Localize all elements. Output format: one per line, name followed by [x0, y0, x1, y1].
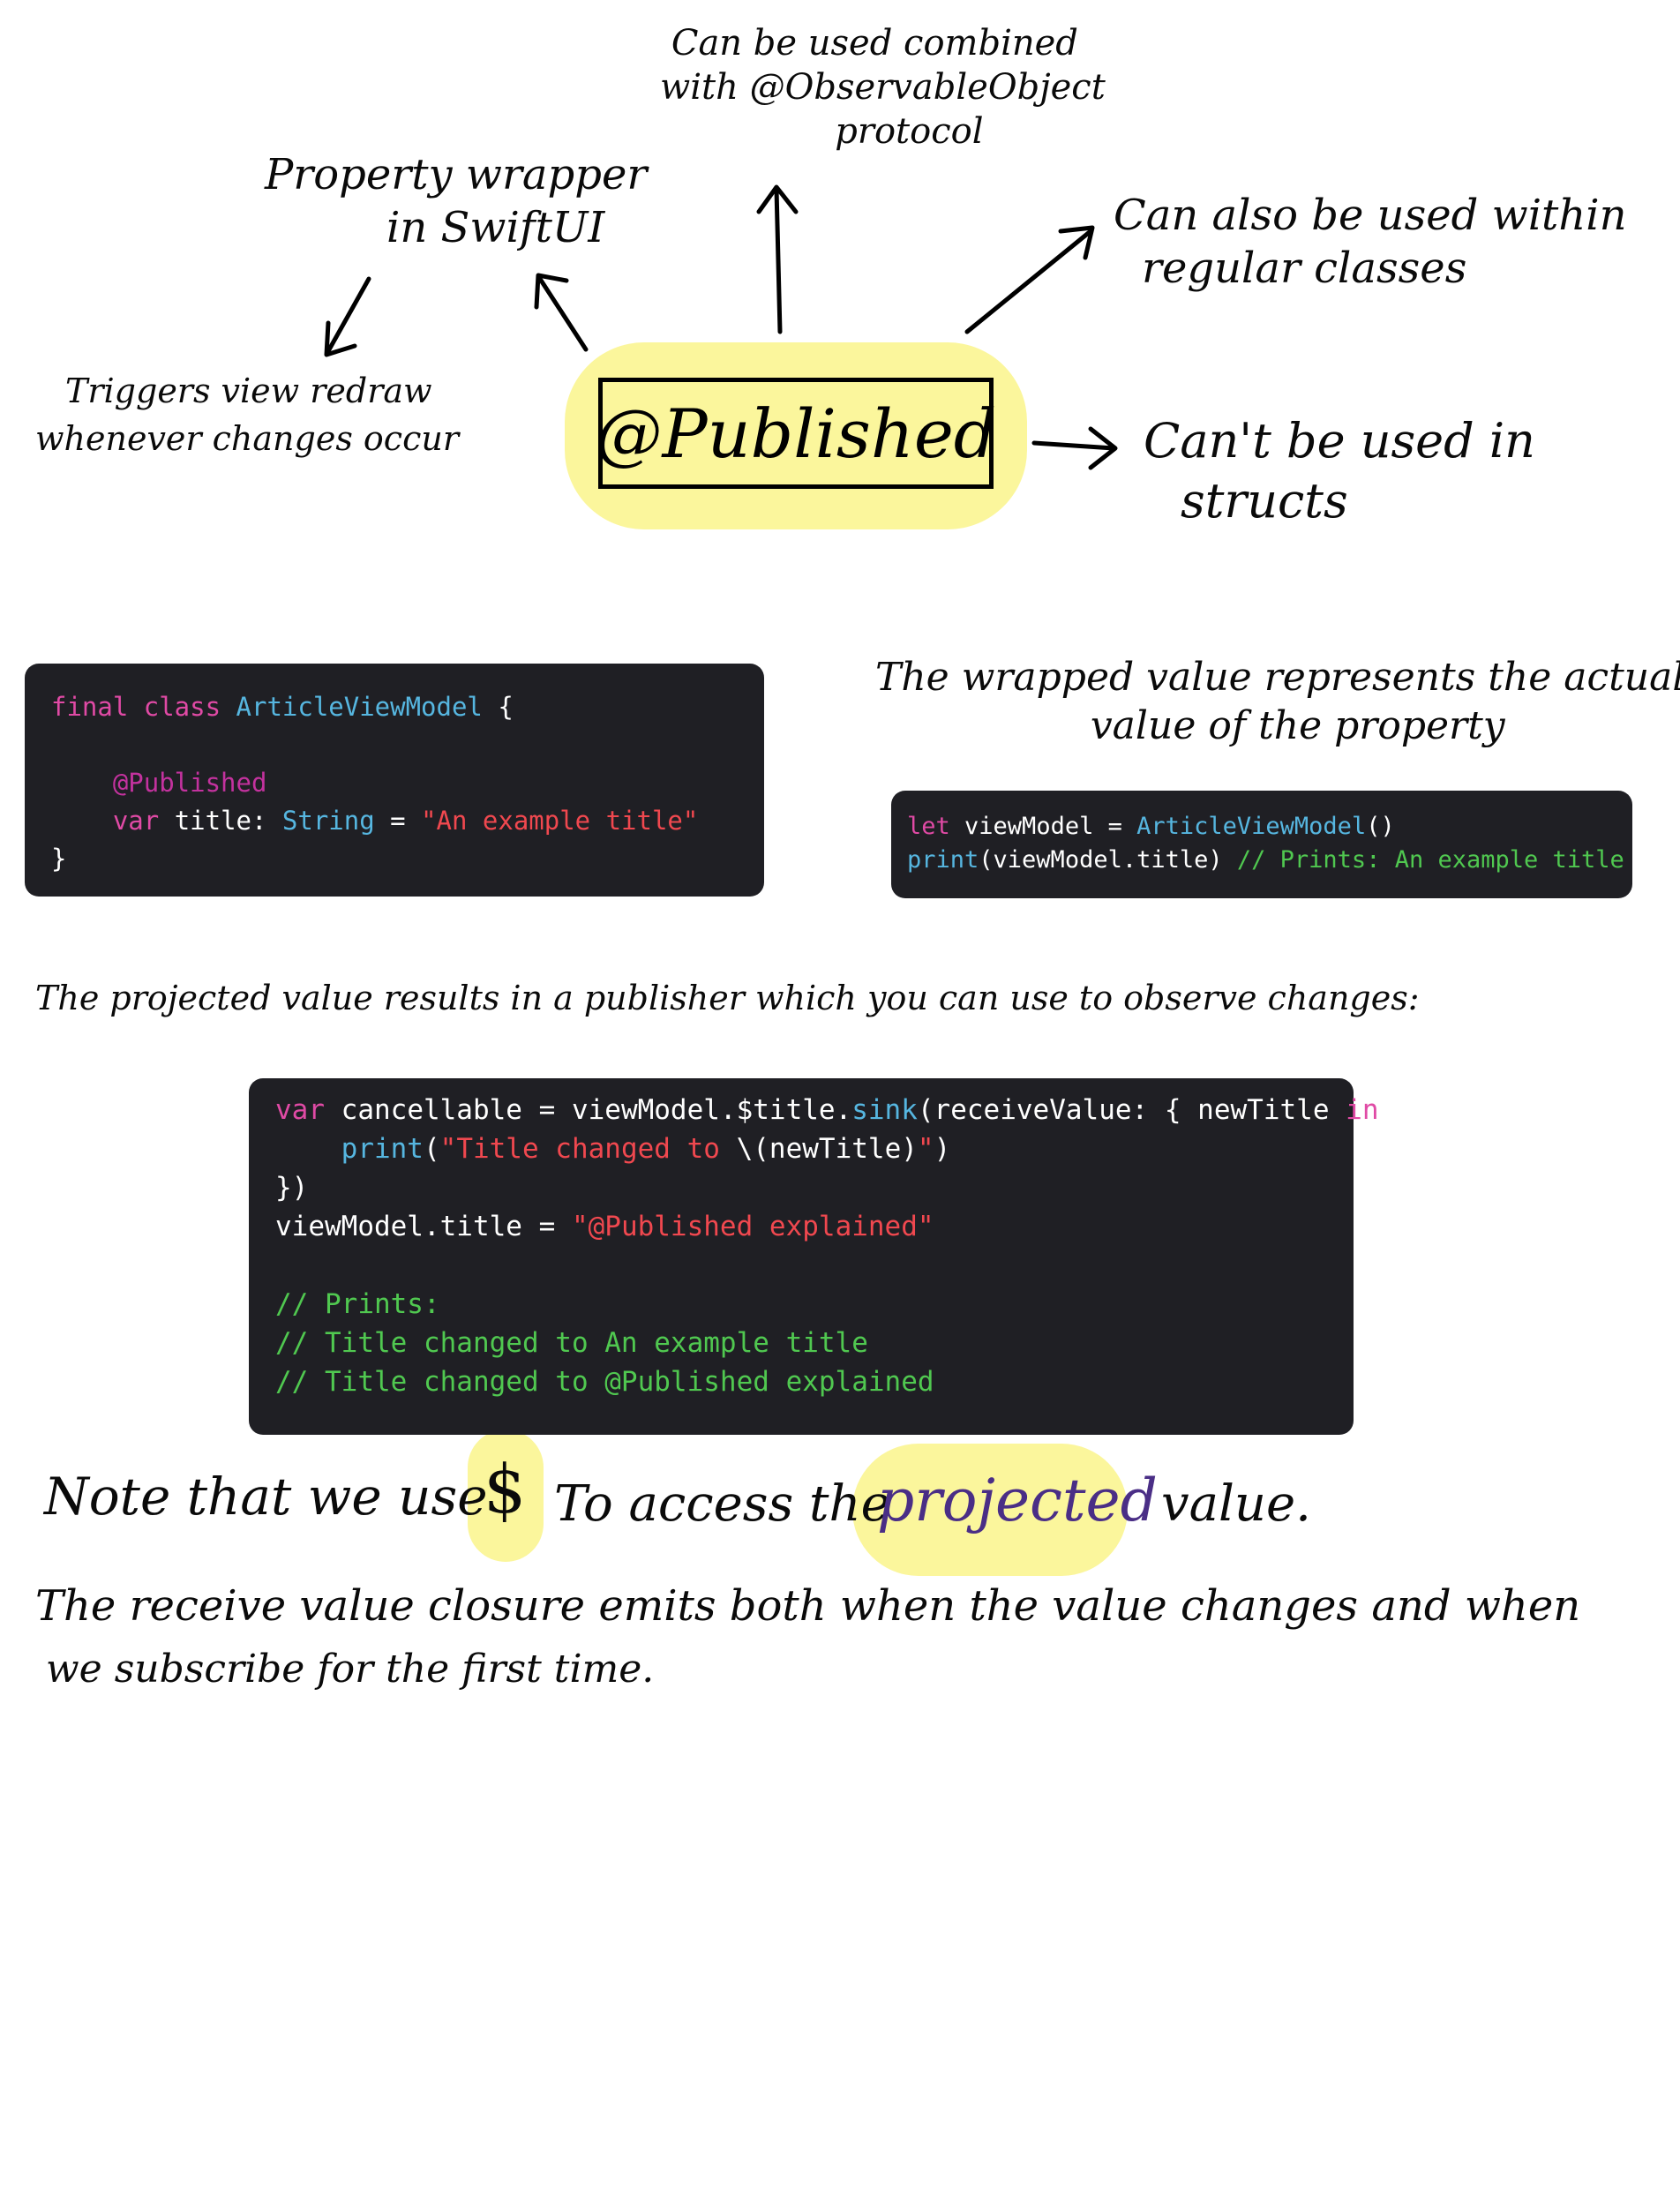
code-token: cancellable = viewModel.$title. [325, 1094, 852, 1126]
code-token: String [281, 806, 375, 836]
note-structs: Can't be used in structs [1144, 411, 1535, 530]
note-receive-closure: The receive value closure emits both whe… [35, 1579, 1580, 1693]
note-prefix: Note that we use [44, 1467, 488, 1527]
note-wrapped-line-2: value of the property [1090, 703, 1505, 748]
code-token: sink [851, 1094, 918, 1126]
code-line: viewModel.title = "@Published explained" [275, 1207, 1327, 1246]
code-token: " [917, 1133, 934, 1165]
arrow-upleft-icon [534, 273, 589, 352]
note-regular-classes: Can also be used within regular classes [1114, 189, 1627, 295]
note-wrapped-line-1: The wrapped value represents the actual [875, 655, 1680, 700]
note-projected-value: The projected value results in a publish… [35, 979, 1420, 1017]
code-token: ArticleViewModel [1136, 813, 1367, 840]
note-observable-line-1: Can be used combined [671, 23, 1078, 64]
code-line: let viewModel = ArticleViewModel() [907, 810, 1616, 844]
code-token: () [1366, 813, 1395, 840]
code-line: print("Title changed to \(newTitle)") [275, 1129, 1327, 1168]
code-block-class: final class ArticleViewModel { @Publishe… [25, 664, 764, 897]
code-token: var [275, 1094, 325, 1126]
code-token: ) [934, 1133, 951, 1165]
note-structs-line-1: Can't be used in [1144, 413, 1535, 469]
code-token: let [907, 813, 950, 840]
code-token: title: [159, 806, 282, 836]
projected-highlight [852, 1444, 1128, 1576]
note-projected-word: projected [877, 1467, 1158, 1534]
code-token: viewModel.title = [275, 1211, 572, 1242]
code-token: print [341, 1133, 424, 1165]
note-wrapped-value: The wrapped value represents the actual … [875, 653, 1680, 750]
note-mid: To access the [554, 1475, 890, 1533]
note-regular-classes-line-1: Can also be used within [1114, 191, 1627, 240]
arrow-right-icon [1031, 426, 1118, 470]
code-block-sink: var cancellable = viewModel.$title.sink(… [249, 1078, 1378, 1435]
arrow-up-icon [756, 184, 799, 334]
note-property-wrapper-line-2: in SwiftUI [386, 203, 605, 252]
note-dollar: $ [484, 1450, 527, 1528]
code-line: }) [275, 1168, 1327, 1207]
note-suffix: value. [1161, 1475, 1311, 1533]
code-line: final class ArticleViewModel { [51, 688, 738, 726]
published-title-box: @Published [596, 378, 996, 489]
note-regular-classes-line-2: regular classes [1142, 244, 1467, 293]
code-token: { [482, 692, 514, 722]
code-token: = [374, 806, 422, 836]
note-observable-line-2: with @ObservableObject [660, 67, 1106, 108]
code-line: } [51, 840, 738, 878]
code-token: ArticleViewModel [236, 692, 483, 722]
note-structs-line-2: structs [1181, 472, 1348, 529]
code-line: print(viewModel.title) // Prints: An exa… [907, 844, 1624, 877]
code-token: // Title changed to @Published explained [275, 1366, 934, 1398]
code-token: }) [275, 1172, 309, 1204]
code-token: (receiveValue: { newTitle [917, 1094, 1346, 1126]
code-token: } [51, 844, 67, 874]
note-triggers-redraw: Triggers view redraw whenever changes oc… [35, 371, 459, 460]
code-line: @Published [51, 764, 738, 802]
code-line: // Title changed to @Published explained [275, 1362, 1327, 1401]
code-line [51, 726, 738, 764]
note-dollar-line: Note that we use [44, 1465, 488, 1529]
code-token: "@Published explained" [571, 1211, 934, 1242]
code-token: final class [51, 692, 221, 722]
code-token: ( [423, 1133, 440, 1165]
note-triggers-line-1: Triggers view redraw [65, 371, 432, 410]
code-line: var cancellable = viewModel.$title.sink(… [275, 1091, 1378, 1129]
code-line: // Prints: [275, 1285, 1327, 1324]
dollar-highlight [468, 1429, 544, 1562]
note-receive-line-2: we subscribe for the first time. [46, 1647, 655, 1692]
note-property-wrapper: Property wrapper in SwiftUI [265, 148, 647, 254]
published-highlight [565, 342, 1027, 529]
code-token: (viewModel.title) [979, 846, 1237, 874]
note-triggers-line-2: whenever changes occur [35, 418, 460, 458]
code-token [221, 692, 236, 722]
code-token: "An example title" [421, 806, 699, 836]
code-line [275, 1246, 1327, 1285]
code-token: @Published [112, 768, 267, 798]
code-token: // Prints: [275, 1288, 440, 1320]
code-token: var [112, 806, 160, 836]
arrow-upright-icon [964, 225, 1095, 334]
code-block-print: let viewModel = ArticleViewModel() print… [891, 791, 1632, 898]
note-observable-line-3: protocol [835, 111, 984, 152]
code-token: // Title changed to An example title [275, 1327, 868, 1359]
code-token: // Prints: An example title [1236, 846, 1624, 874]
code-line: // Title changed to An example title [275, 1324, 1327, 1362]
code-token: \(newTitle) [736, 1133, 918, 1165]
note-observable-object: Can be used combined with @ObservableObj… [644, 21, 1106, 154]
arrow-downleft-icon [324, 276, 371, 357]
code-token: viewModel = [949, 813, 1137, 840]
code-token: "Title changed to [439, 1133, 737, 1165]
code-line: var title: String = "An example title" [51, 802, 738, 840]
note-receive-line-1: The receive value closure emits both whe… [35, 1581, 1581, 1631]
note-property-wrapper-line-1: Property wrapper [265, 150, 648, 199]
code-token: in [1346, 1094, 1379, 1126]
code-token: print [907, 846, 979, 874]
